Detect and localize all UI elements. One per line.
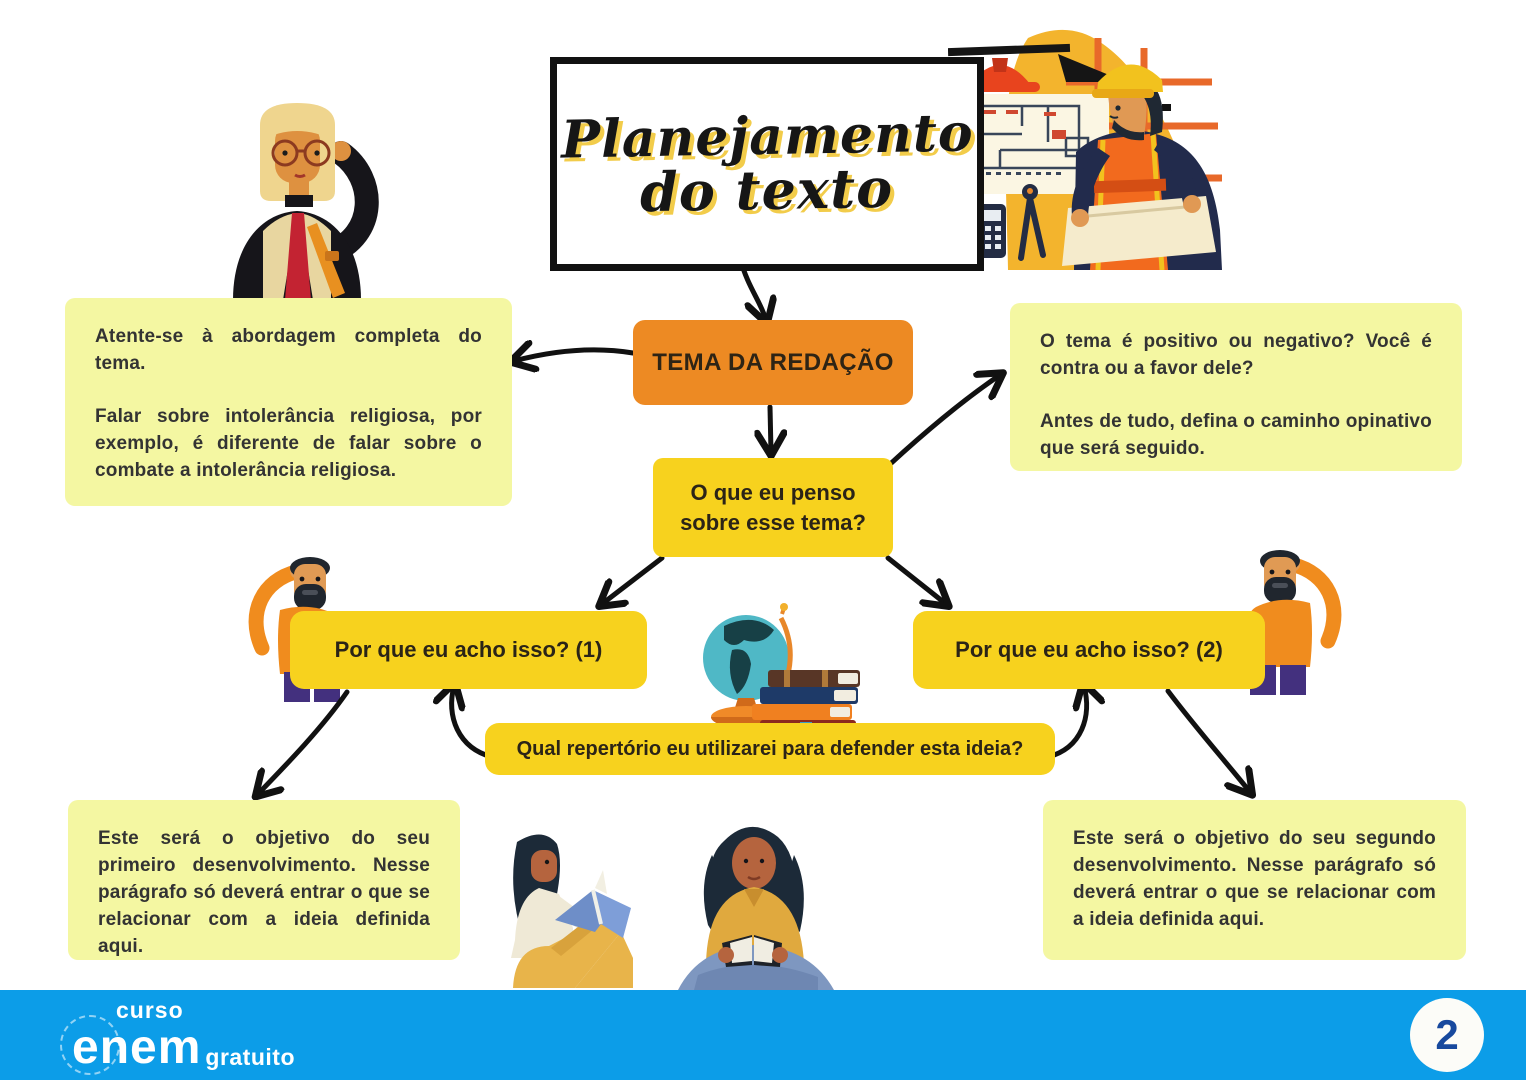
- construction-worker-illustration: [948, 29, 1222, 270]
- arrow-penso-to-porque2: [885, 555, 946, 604]
- note-left-bottom-p1: Este será o objetivo do seu primeiro des…: [98, 828, 430, 957]
- logo-ring-decoration: [60, 1015, 120, 1075]
- arrow-tema-to-penso: [770, 404, 771, 452]
- node-tema-da-redacao: TEMA DA REDAÇÃO: [633, 320, 913, 405]
- logo-gratuito-text: gratuito: [205, 1044, 295, 1070]
- logo-curso-text: curso: [116, 997, 184, 1023]
- globe-books-illustration: [703, 603, 860, 734]
- arrow-porque1-to-left-bottom-note: [258, 689, 350, 794]
- note-left-top: Atente-se à abordagem completa do tema. …: [65, 298, 512, 506]
- arrow-penso-to-porque1: [602, 555, 665, 604]
- node-qual-repertorio: Qual repertório eu utilizarei para defen…: [485, 723, 1055, 775]
- node-por-que-2: Por que eu acho isso? (2): [913, 611, 1265, 689]
- reading-woman-left-illustration: [511, 834, 633, 988]
- arrow-tema-to-left-note: [514, 350, 636, 361]
- note-right-top-p2: Antes de tudo, defina o caminho opinativ…: [1040, 410, 1432, 459]
- note-right-top-p1: O tema é positivo ou negativo? Você é co…: [1040, 331, 1432, 379]
- page-number: 2: [1435, 1011, 1459, 1058]
- arrow-porque2-to-right-bottom-note: [1165, 688, 1250, 792]
- note-left-top-p2: Falar sobre intolerância religiosa, por …: [95, 405, 482, 481]
- reading-woman-right-illustration: [678, 826, 834, 990]
- curso-enem-gratuito-logo: curso enem gratuito: [60, 997, 295, 1075]
- note-left-top-p1: Atente-se à abordagem completa do tema.: [95, 326, 482, 374]
- note-right-bottom-p1: Este será o objetivo do seu segundo dese…: [1073, 828, 1436, 930]
- note-left-bottom: Este será o objetivo do seu primeiro des…: [68, 800, 460, 960]
- thinking-woman-illustration: [233, 103, 379, 300]
- node-o-que-eu-penso: O que eu penso sobre esse tema?: [653, 458, 893, 557]
- node-o-que-eu-penso-line2: sobre esse tema?: [680, 509, 866, 535]
- footer-bar: curso enem gratuito: [0, 990, 1526, 1080]
- note-right-bottom: Este será o objetivo do seu segundo dese…: [1043, 800, 1466, 960]
- node-por-que-1: Por que eu acho isso? (1): [290, 611, 647, 689]
- node-o-que-eu-penso-line1: O que eu penso: [690, 479, 856, 505]
- note-right-top: O tema é positivo ou negativo? Você é co…: [1010, 303, 1462, 471]
- title-box: Planejamento do texto: [550, 57, 984, 271]
- page-number-badge: 2: [1410, 998, 1484, 1072]
- page-title-line2: do texto: [639, 155, 895, 225]
